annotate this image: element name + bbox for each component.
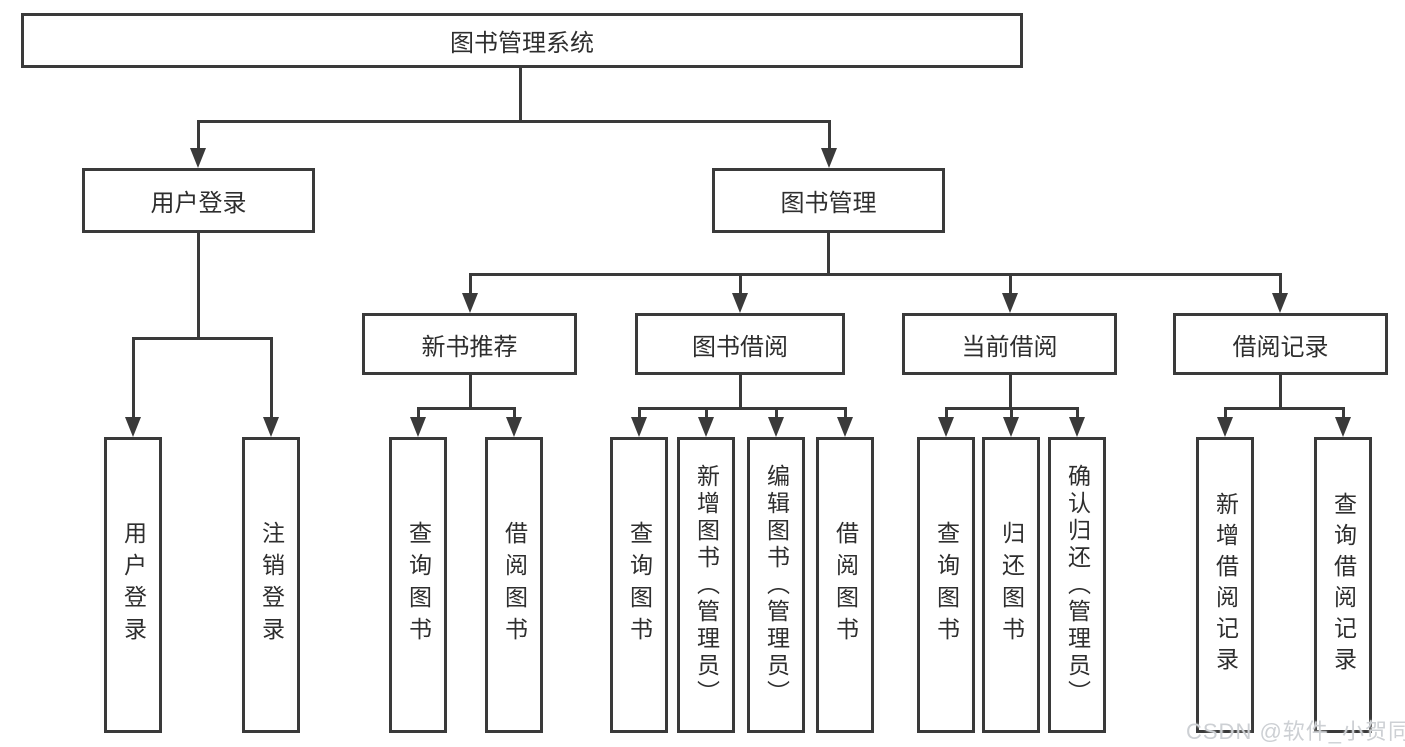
arrowhead-down-icon (1069, 417, 1085, 437)
arrowhead-down-icon (1002, 293, 1018, 313)
leaf-borrow-book-2: 借阅图书 (816, 437, 874, 733)
leaf-add-borrow-record: 新增借阅记录 (1196, 437, 1254, 733)
connector-line (197, 120, 200, 152)
connector-line (1224, 407, 1344, 410)
arrowhead-down-icon (462, 293, 478, 313)
csdn-watermark: CSDN @软件_小贺同学 (1186, 719, 1405, 744)
leaf-query-book-1: 查询图书 (389, 437, 447, 733)
node-new-book-recommend: 新书推荐 (362, 313, 577, 375)
connector-line (469, 273, 472, 296)
arrowhead-down-icon (1335, 417, 1351, 437)
node-label: 查询图书 (405, 521, 432, 649)
node-label: 编辑图书（管理员） (763, 463, 790, 707)
connector-line (469, 273, 1281, 276)
node-current-borrow: 当前借阅 (902, 313, 1117, 375)
connector-line (739, 375, 742, 407)
arrowhead-down-icon (506, 417, 522, 437)
node-label: 新增图书（管理员） (693, 463, 720, 707)
connector-line (132, 337, 272, 340)
node-label: 用户登录 (120, 521, 147, 649)
connector-line (1224, 407, 1227, 420)
connector-line (775, 407, 778, 420)
node-label: 图书管理系统 (450, 30, 594, 57)
connector-line (519, 68, 522, 120)
leaf-add-book-admin: 新增图书（管理员） (677, 437, 735, 733)
arrowhead-down-icon (1272, 293, 1288, 313)
arrowhead-down-icon (1003, 417, 1019, 437)
node-label: 查询借阅记录 (1330, 492, 1357, 678)
arrowhead-down-icon (938, 417, 954, 437)
node-label: 查询图书 (933, 521, 960, 649)
arrowhead-down-icon (263, 417, 279, 437)
arrowhead-down-icon (125, 417, 141, 437)
connector-line (705, 407, 708, 420)
connector-line (739, 273, 742, 296)
node-book-management: 图书管理 (712, 168, 945, 233)
connector-line (132, 337, 135, 420)
connector-line (1342, 407, 1345, 420)
connector-line (1279, 375, 1282, 407)
leaf-query-borrow-record: 查询借阅记录 (1314, 437, 1372, 733)
arrowhead-down-icon (768, 417, 784, 437)
connector-line (844, 407, 847, 420)
node-label: 新书推荐 (421, 333, 518, 361)
node-label: 用户登录 (150, 190, 247, 217)
node-label: 图书管理 (780, 190, 877, 217)
arrowhead-down-icon (698, 417, 714, 437)
connector-line (1076, 407, 1079, 420)
arrowhead-down-icon (821, 148, 837, 168)
node-borrow-records: 借阅记录 (1173, 313, 1388, 375)
node-label: 注销登录 (258, 521, 285, 649)
connector-line (1009, 375, 1012, 407)
connector-line (827, 233, 830, 273)
node-label: 确认归还（管理员） (1064, 463, 1091, 707)
arrowhead-down-icon (631, 417, 647, 437)
connector-line (638, 407, 846, 410)
leaf-borrow-book-1: 借阅图书 (485, 437, 543, 733)
arrowhead-down-icon (190, 148, 206, 168)
connector-line (828, 120, 831, 152)
connector-line (945, 407, 948, 420)
leaf-confirm-return-admin: 确认归还（管理员） (1048, 437, 1106, 733)
connector-line (513, 407, 516, 420)
connector-line (197, 120, 830, 123)
arrowhead-down-icon (732, 293, 748, 313)
arrowhead-down-icon (410, 417, 426, 437)
leaf-return-book: 归还图书 (982, 437, 1040, 733)
connector-line (638, 407, 641, 420)
connector-line (417, 407, 515, 410)
node-label: 借阅图书 (501, 521, 528, 649)
node-label: 借阅图书 (832, 521, 859, 649)
node-root-library-system: 图书管理系统 (21, 13, 1023, 68)
node-label: 图书借阅 (692, 333, 788, 361)
node-label: 当前借阅 (961, 333, 1058, 361)
leaf-edit-book-admin: 编辑图书（管理员） (747, 437, 805, 733)
node-label: 查询图书 (626, 521, 653, 649)
connector-line (417, 407, 420, 420)
connector-line (469, 375, 472, 407)
connector-line (1009, 273, 1012, 296)
arrowhead-down-icon (1217, 417, 1233, 437)
arrowhead-down-icon (837, 417, 853, 437)
leaf-query-book-2: 查询图书 (610, 437, 668, 733)
connector-line (1010, 407, 1013, 420)
leaf-user-login: 用户登录 (104, 437, 162, 733)
connector-line (270, 337, 273, 420)
leaf-query-book-3: 查询图书 (917, 437, 975, 733)
node-user-login: 用户登录 (82, 168, 315, 233)
connector-line (1279, 273, 1282, 296)
connector-line (197, 233, 200, 337)
node-label: 借阅记录 (1232, 333, 1329, 361)
node-book-borrow: 图书借阅 (635, 313, 845, 375)
leaf-logout: 注销登录 (242, 437, 300, 733)
node-label: 新增借阅记录 (1212, 492, 1239, 678)
node-label: 归还图书 (998, 521, 1025, 649)
